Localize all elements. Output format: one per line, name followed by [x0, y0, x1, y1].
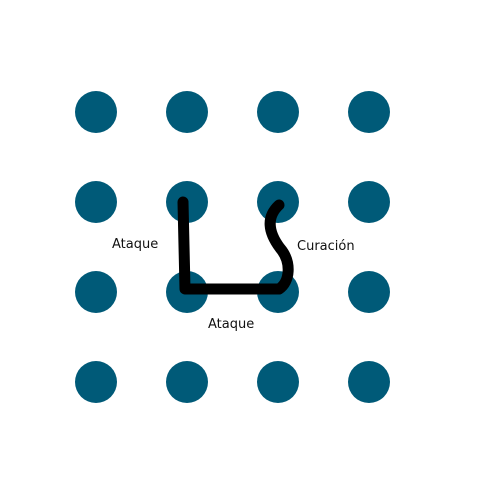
drawn-pattern	[177, 196, 294, 295]
grid-dot-r4-c2	[166, 361, 208, 403]
grid-dot-r3-c1	[75, 271, 117, 313]
right-curve-label: Curación	[297, 239, 355, 254]
grid-dot-r1-c1	[75, 91, 117, 133]
grid-dot-r4-c3	[257, 361, 299, 403]
grid-dot-r3-c4	[348, 271, 390, 313]
grid-dot-r1-c3	[257, 91, 299, 133]
left-segment-label: Ataque	[112, 237, 158, 252]
grid-dot-r4-c4	[348, 361, 390, 403]
attack-stroke	[177, 196, 285, 295]
grid-dot-r1-c2	[166, 91, 208, 133]
bottom-segment-label: Ataque	[208, 317, 254, 332]
grid-dot-r1-c4	[348, 91, 390, 133]
healing-stroke	[264, 199, 294, 295]
labels: Ataque Ataque Curación	[112, 237, 355, 332]
grid-dot-r4-c1	[75, 361, 117, 403]
grid-dot-r2-c4	[348, 181, 390, 223]
grid-dot-r2-c1	[75, 181, 117, 223]
